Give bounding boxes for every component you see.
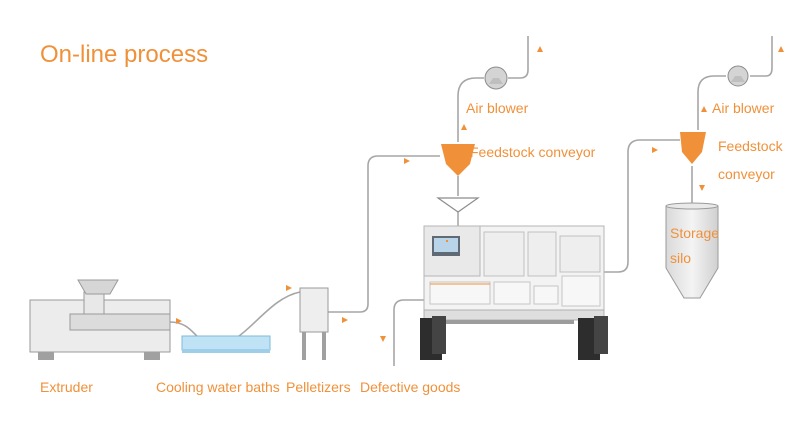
cooling-water-bath [181,335,271,353]
conveyor1-hopper-icon [441,144,475,176]
air-blower-1 [484,66,508,90]
pelletizer [299,287,329,360]
conveyor2-hopper-icon [680,132,706,164]
pipe-pelletizer-conveyor [328,155,440,313]
flow-arrow-icon [380,336,386,342]
flow-arrow-icon [461,124,467,130]
flow-arrows [176,46,784,342]
pipe-defective [393,299,428,366]
air-blower-2 [727,65,749,87]
label-extruder: Extruder [40,379,93,395]
flow-arrow-icon [286,285,292,291]
label-storage-silo-line1: Storage [670,225,719,241]
flow-arrow-icon [699,185,705,191]
pipe-blower1-exhaust [508,36,529,79]
label-feedstock-conveyor-1: Feedstock conveyor [470,144,596,160]
pipe-conveyor1-blower [457,77,484,142]
flow-arrow-icon [701,106,707,112]
sorter-feed-funnel-icon [436,197,480,213]
pipe-blower2-exhaust [750,36,773,77]
color-sorter-machine [420,225,608,360]
label-feedstock-conveyor-2-line2: conveyor [718,166,775,182]
pipe-conveyor2-blower [697,75,726,130]
flow-arrow-icon [537,46,543,52]
extruder-hopper-icon [77,279,119,295]
flow-arrow-icon [176,318,182,324]
label-feedstock-conveyor-2-line1: Feedstock [718,138,784,154]
storage-silo [665,202,719,299]
label-defective-goods: Defective goods [360,379,460,395]
feedstock-conveyor-2 [680,132,706,164]
flow-arrow-icon [778,46,784,52]
label-air-blower-1: Air blower [466,100,529,116]
label-storage-silo-line2: silo [670,250,691,266]
label-air-blower-2: Air blower [712,100,775,116]
flow-arrow-icon [404,158,410,164]
pipe-sorter-conveyor2 [604,139,680,273]
extruder [29,279,171,360]
feedstock-conveyor-1 [436,144,480,226]
flow-arrow-icon [652,147,658,153]
flow-arrow-icon [342,317,348,323]
diagram-title: On-line process [40,41,208,68]
label-pelletizers: Pelletizers [286,379,351,395]
label-cooling-water-baths: Cooling water baths [156,379,280,395]
